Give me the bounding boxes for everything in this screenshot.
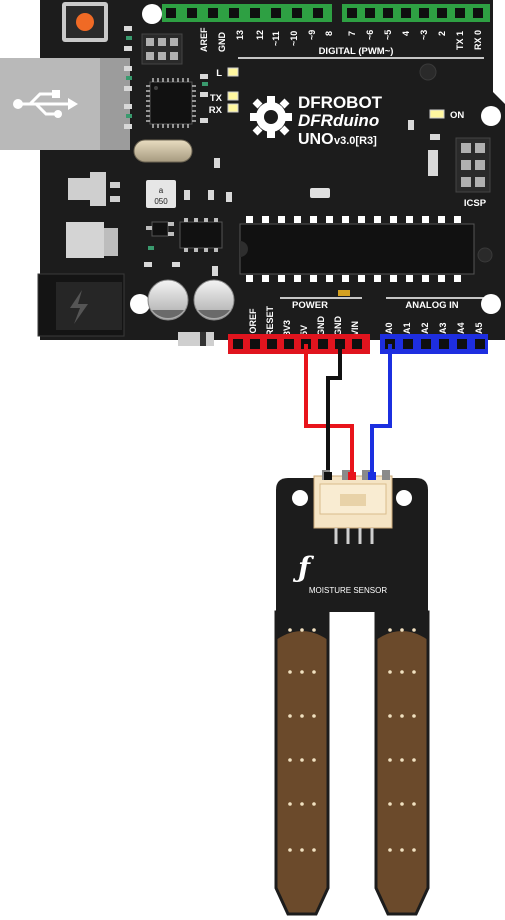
crystal <box>133 139 193 163</box>
sensor-pin-signal <box>368 472 376 480</box>
power-header <box>228 334 370 354</box>
atmega-chip <box>239 223 475 275</box>
pin-label-gnd: GND <box>217 32 227 53</box>
pin-label-12: 12 <box>255 30 265 40</box>
icsp-header <box>455 137 491 193</box>
component-mark-code: 050 <box>154 197 168 206</box>
wire-a0 <box>370 344 392 478</box>
lightning-icon <box>70 290 88 324</box>
dc-jack <box>37 273 125 337</box>
board-model: UNO <box>298 131 334 148</box>
resonator <box>310 188 330 198</box>
pin-label-a1: A1 <box>402 322 412 334</box>
mounting-hole <box>481 294 501 314</box>
moisture-sensor: ƒ MOISTURE SENSOR <box>274 470 430 916</box>
reset-button[interactable] <box>62 2 108 42</box>
pin-label-6: ~6 <box>365 30 375 40</box>
component-mark-letter: a <box>159 186 164 195</box>
regulator <box>68 178 92 200</box>
digital-header-label: DIGITAL (PWM~) <box>319 46 394 57</box>
pin-label-9: ~9 <box>307 30 317 40</box>
led-label-l: L <box>216 68 222 79</box>
on-led <box>429 109 445 119</box>
pin-label-gnd-2: GND <box>333 316 343 337</box>
pin-label-ioref: IOREF <box>248 308 258 336</box>
mounting-hole <box>142 4 162 24</box>
led-label-tx: TX <box>210 93 223 104</box>
diode <box>178 332 214 346</box>
chip-socket-pins <box>246 216 461 282</box>
board-version: v3.0[R3] <box>334 135 377 147</box>
pin-label-a4: A4 <box>456 322 466 334</box>
digital-header-right <box>342 4 490 22</box>
pin-label-tx1: TX 1 <box>455 31 465 50</box>
regulator <box>66 222 104 258</box>
wires <box>304 344 392 478</box>
mounting-hole <box>130 294 150 314</box>
probe-left <box>274 610 330 916</box>
sensor-pin-gnd <box>324 472 332 480</box>
capacitor <box>147 279 189 321</box>
led-tx <box>227 91 239 101</box>
op-amp-chip <box>179 221 223 249</box>
pin-label-a0: A0 <box>384 322 394 334</box>
pin-label-a2: A2 <box>420 322 430 334</box>
pin-label-10: ~10 <box>289 31 299 46</box>
sensor-pin-vcc <box>348 472 356 480</box>
icsp-label: ICSP <box>464 198 487 209</box>
pin-label-5: ~5 <box>383 30 393 40</box>
pin-label-2: 2 <box>437 31 447 36</box>
pin-label-8: 8 <box>324 31 334 36</box>
pin-label-11: ~11 <box>271 31 281 46</box>
pin-label-reset: RESET <box>265 305 275 336</box>
pin-label-aref: AREF <box>199 27 209 52</box>
led-label-rx: RX <box>209 105 223 116</box>
svg-text:ƒ: ƒ <box>292 551 315 584</box>
gear-logo-icon <box>250 96 292 138</box>
digital-header-left <box>162 4 332 22</box>
pin-label-5v: 5V <box>299 325 309 336</box>
pin-label-a3: A3 <box>438 322 448 334</box>
analog-header <box>380 334 488 354</box>
icsp1-header <box>141 33 183 65</box>
arduino-board: a 050 <box>0 0 505 354</box>
power-header-label: POWER <box>292 300 328 311</box>
brand-name: DFROBOT <box>298 93 383 112</box>
led-l <box>227 67 239 77</box>
probe-right <box>374 610 430 916</box>
sensor-mounting-hole <box>292 490 308 506</box>
usb-icon <box>18 92 68 116</box>
pin-label-7: 7 <box>347 31 357 36</box>
mounting-hole <box>481 106 501 126</box>
usb-port <box>0 58 130 150</box>
pin-label-rx0: RX 0 <box>473 30 483 50</box>
sensor-label: MOISTURE SENSOR <box>309 586 387 595</box>
board-name: DFRduino <box>298 111 379 130</box>
usb-chip <box>146 78 196 128</box>
pin-label-3: ~3 <box>419 30 429 40</box>
pin-label-gnd-1: GND <box>316 316 326 337</box>
pin-label-3v3: 3V3 <box>282 320 292 336</box>
wire-gnd <box>326 344 342 478</box>
sensor-connector <box>313 470 393 544</box>
pin-label-a5: A5 <box>474 322 484 334</box>
dfrobot-logo-icon: ƒ <box>292 551 315 584</box>
sensor-mounting-hole <box>396 490 412 506</box>
pin-label-4: 4 <box>401 31 411 36</box>
analog-header-label: ANALOG IN <box>405 300 458 311</box>
pin-label-13: 13 <box>235 30 245 40</box>
probe-dots <box>288 628 416 852</box>
pin-label-vin: VIN <box>350 321 360 336</box>
on-label: ON <box>450 110 464 121</box>
capacitor <box>193 279 235 321</box>
led-rx <box>227 103 239 113</box>
marked-component: a 050 <box>146 180 176 208</box>
